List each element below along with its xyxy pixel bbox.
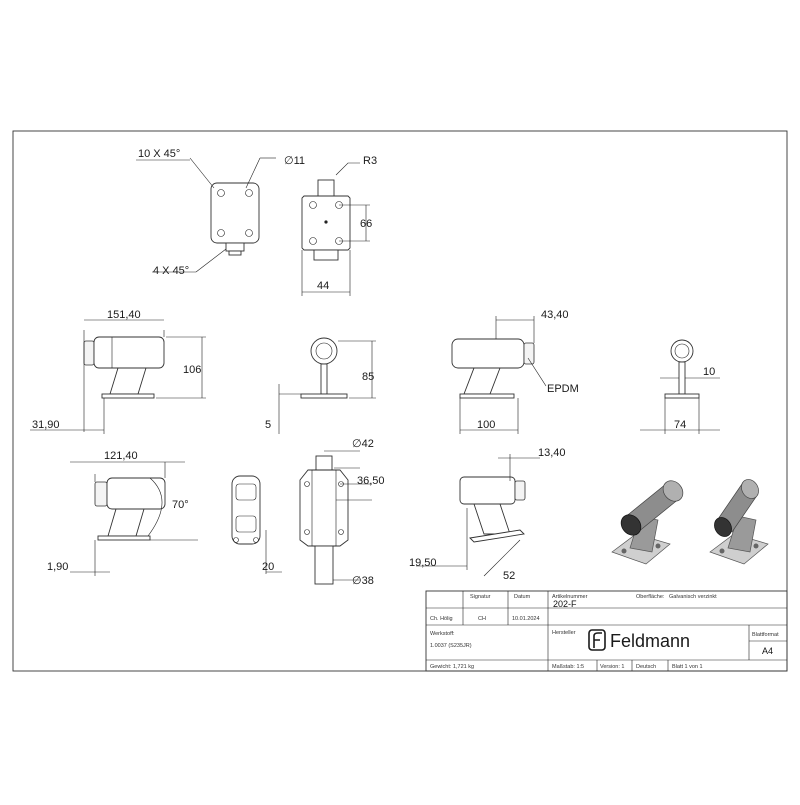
dim-dia-42: ∅42 [352, 438, 374, 450]
dim-base-74: 74 [674, 419, 686, 431]
flange-view-side [301, 162, 370, 296]
label-epdm: EPDM [547, 383, 579, 395]
dim-length-13: 13,40 [538, 447, 566, 459]
buffer-side-view-epdm [451, 316, 547, 434]
dim-length-52: 52 [503, 570, 515, 582]
dim-base-100: 100 [477, 419, 495, 431]
dim-width-20: 20 [262, 561, 274, 573]
buffer-angled-view [70, 461, 198, 576]
tb-label-blattformat: Blattformat [752, 632, 779, 638]
tb-language: Deutsch [636, 664, 656, 670]
bracket-side-view [299, 450, 372, 585]
dim-dia-38: ∅38 [352, 575, 374, 587]
buffer-3d-render-right [709, 479, 769, 565]
dim-ring-10: 10 [703, 366, 715, 378]
dim-height-85: 85 [362, 371, 374, 383]
tb-version: Version: 1 [600, 664, 624, 670]
dim-length-121: 121,40 [104, 450, 138, 462]
tb-surface-value: Galvanisch verzinkt [669, 594, 717, 600]
tb-sheet-format: A4 [762, 646, 773, 656]
dim-offset-31: 31,90 [32, 419, 60, 431]
tb-date: 10.01.2024 [512, 616, 540, 622]
tb-signature: CH [478, 616, 486, 622]
drawing-border [12, 130, 788, 672]
dim-height-66: 66 [360, 218, 372, 230]
tb-col-signatur: Signatur [470, 594, 491, 600]
dim-height-106: 106 [183, 364, 201, 376]
tb-sheet: Blatt 1 von 1 [672, 664, 703, 670]
buffer-3d-render-left [611, 480, 684, 565]
buffer-side-view [30, 319, 206, 434]
tb-article-number: 202-F [553, 599, 577, 609]
dim-length-36: 36,50 [357, 475, 385, 487]
tb-label-werkstoff: Werkstoff: [430, 631, 455, 637]
dim-radius: R3 [363, 155, 377, 167]
tb-material-value: 1.0037 (S235JR) [430, 643, 472, 649]
dim-chamfer-bottom: 4 X 45° [153, 265, 189, 277]
dim-chamfer-top: 10 X 45° [138, 148, 180, 160]
feldmann-logo-icon [588, 629, 606, 651]
dim-width-44: 44 [317, 280, 329, 292]
company-name: Feldmann [610, 631, 690, 651]
dim-hole-diameter: ∅11 [284, 155, 305, 167]
buffer-rotated-view [416, 454, 540, 577]
tb-col-oberflaeche: Oberfläche: [636, 594, 665, 600]
dim-thickness-5: 5 [265, 419, 271, 431]
tb-drawn-by: Ch. Hölig [430, 616, 453, 622]
tb-label-hersteller: Hersteller [552, 630, 576, 636]
bracket-top-view [231, 475, 282, 574]
dim-offset-19: 19,50 [409, 557, 437, 569]
dim-angle-70: 70° [172, 499, 189, 511]
flange-view-front [136, 157, 276, 273]
tb-col-artikelnummer: Artikelnummer [552, 594, 588, 600]
dim-length-43: 43,40 [541, 309, 569, 321]
buffer-end-view-right [640, 339, 720, 434]
buffer-end-view [278, 337, 376, 434]
dim-offset-1-90: 1,90 [47, 561, 68, 573]
tb-scale: Maßstab: 1:5 [552, 664, 584, 670]
title-block [425, 590, 788, 672]
tb-col-datum: Datum [514, 594, 531, 600]
dim-length-151: 151,40 [107, 309, 141, 321]
tb-weight: Gewicht: 1,721 kg [430, 664, 474, 670]
